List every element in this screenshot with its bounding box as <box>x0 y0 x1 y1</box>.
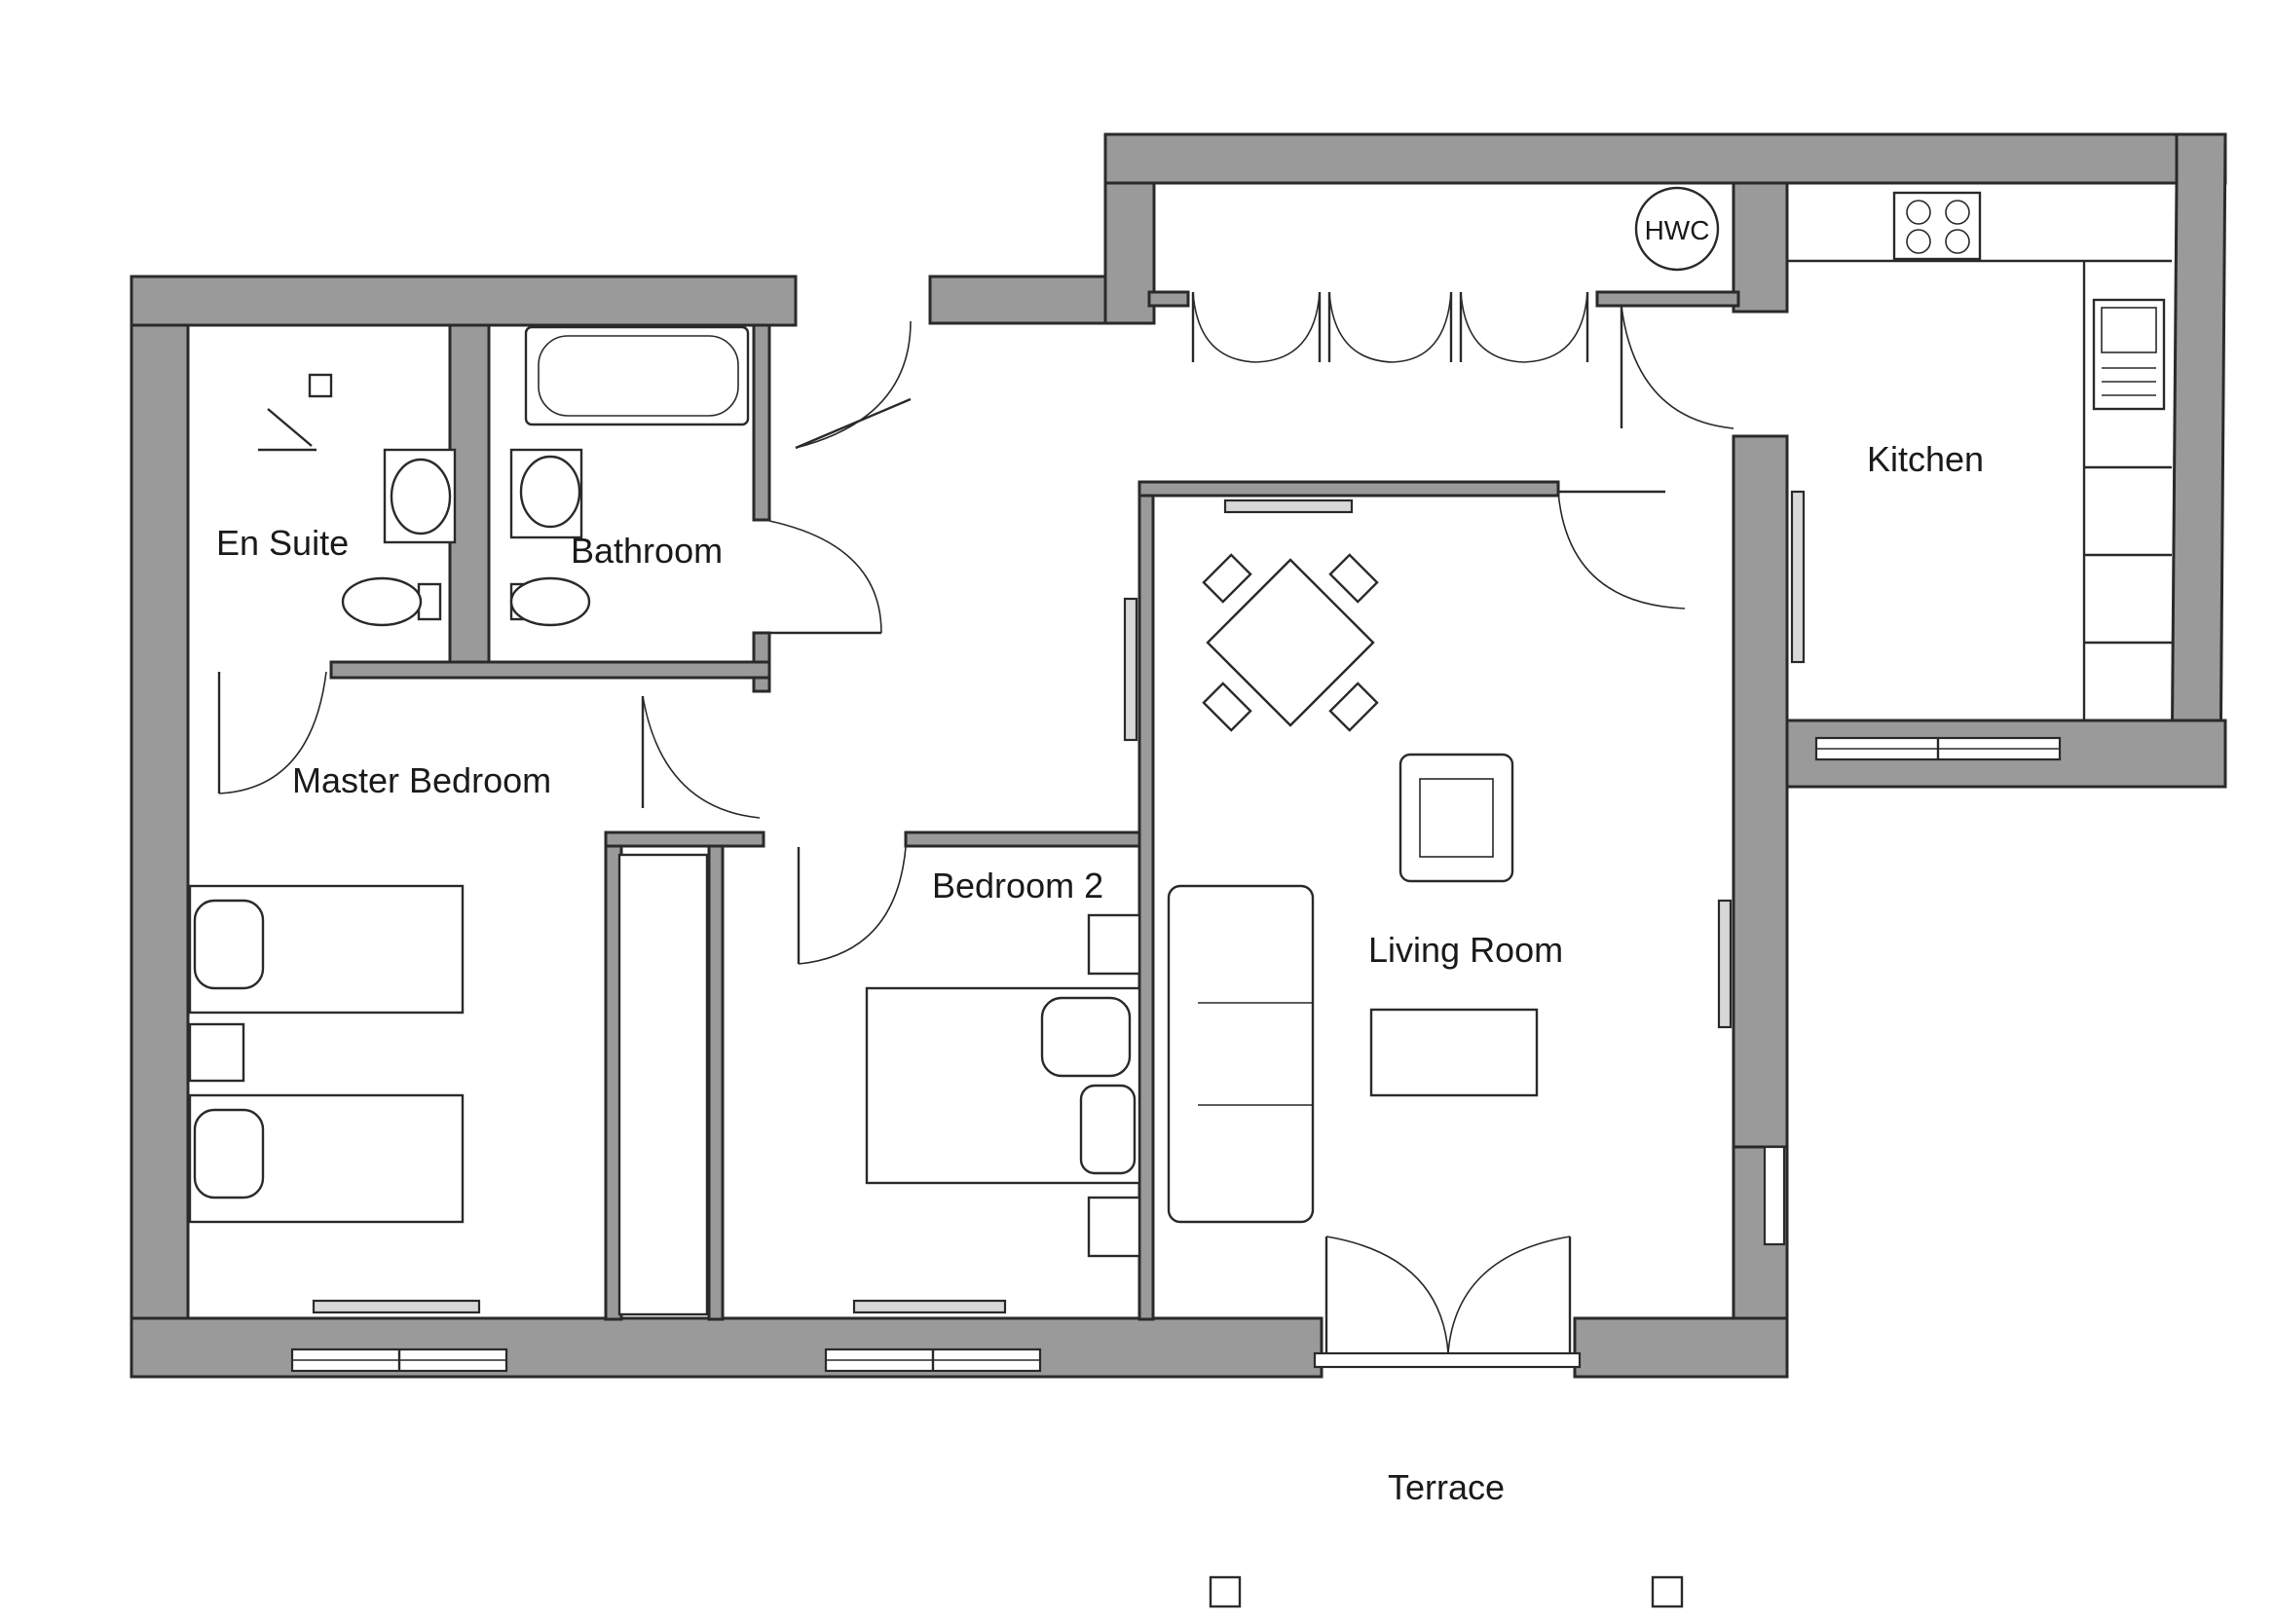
radiator-icon <box>1123 597 1138 742</box>
wall-top-mid <box>928 275 1107 325</box>
hwc-cylinder <box>1634 186 1720 272</box>
wall-bath-right <box>752 323 771 522</box>
wall-living-left <box>1137 480 1155 1321</box>
walls <box>130 132 2227 1379</box>
wall-bottom-left <box>130 1316 1323 1379</box>
room-labels: En Suite Bathroom Master Bedroom Bedroom… <box>216 439 1984 1507</box>
windows <box>290 736 2062 1373</box>
radiator-icon <box>852 1299 1007 1314</box>
room-label-master-bedroom: Master Bedroom <box>292 760 551 800</box>
hwc-label: HWC <box>1645 215 1710 245</box>
room-label-terrace: Terrace <box>1388 1467 1505 1507</box>
bedside-table <box>1087 913 1141 976</box>
wall-bed2-left <box>707 830 725 1321</box>
wall-top <box>1103 132 2227 185</box>
pillow <box>193 899 265 990</box>
wall-bath-bottom <box>329 660 771 680</box>
wall-storage-bottom-r <box>1595 290 1740 308</box>
wall-kitchen-left-upper <box>1732 181 1789 314</box>
wall-storage-bottom <box>1147 290 1190 308</box>
room-label-kitchen: Kitchen <box>1867 439 1984 479</box>
wall-kitchen-living <box>1732 434 1789 1149</box>
dining-table-icon <box>1202 553 1379 732</box>
bedside-table <box>1087 1196 1141 1258</box>
radiators <box>312 490 1806 1314</box>
room-label-bathroom: Bathroom <box>571 531 723 571</box>
radiator-icon <box>1790 490 1806 664</box>
wall-living-top <box>1137 480 1560 498</box>
room-label-bedroom-2: Bedroom 2 <box>932 866 1103 905</box>
kitchen-fittings <box>1787 191 2172 720</box>
bathroom-fixtures <box>509 325 750 627</box>
armchair-icon <box>1398 753 1514 883</box>
radiator-icon <box>1717 899 1733 1029</box>
wall-left <box>130 275 190 1379</box>
wall-bottom-right <box>1573 1316 1789 1379</box>
wardrobe <box>617 853 709 1316</box>
living-room-furniture <box>1167 553 1539 1224</box>
storage: HWC <box>1634 186 1720 272</box>
kitchen-sink-icon <box>2092 298 2166 411</box>
master-bedroom-furniture <box>188 853 709 1316</box>
bedroom2-furniture <box>865 913 1141 1258</box>
window-living-side <box>1763 1145 1786 1246</box>
pillow <box>1079 1084 1137 1175</box>
terrace-markers <box>1209 1575 1684 1608</box>
wall-bed2-top-right <box>904 830 1153 848</box>
coffee-table <box>1369 1008 1539 1097</box>
pillow <box>1040 996 1132 1078</box>
pillow <box>193 1108 265 1200</box>
bath-icon <box>524 325 750 426</box>
radiator-icon <box>312 1299 481 1314</box>
doors <box>217 291 1734 1369</box>
shower-drain-icon <box>308 373 333 398</box>
wall-kitchen-right <box>2170 132 2227 789</box>
sofa-icon <box>1167 884 1315 1224</box>
toilet-icon <box>417 582 442 621</box>
room-label-living-room: Living Room <box>1368 930 1563 970</box>
ensuite-fixtures <box>258 373 457 627</box>
bedside-table <box>188 1022 245 1083</box>
room-label-en-suite: En Suite <box>216 523 349 563</box>
wall-bed2-top <box>604 830 765 848</box>
wall-top-left <box>130 275 798 327</box>
radiator-icon <box>1223 498 1354 514</box>
